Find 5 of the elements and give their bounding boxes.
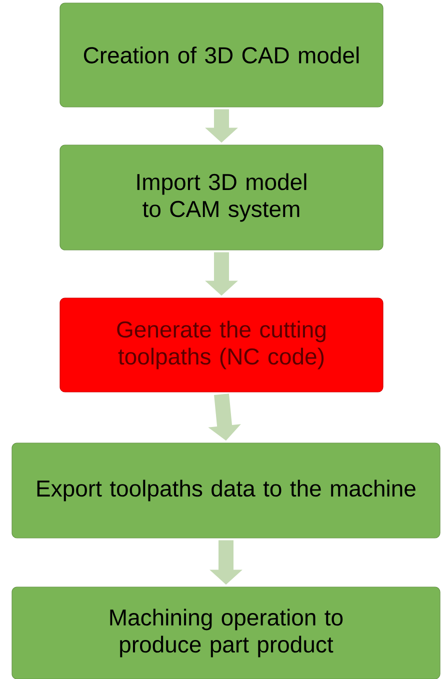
process-box: Generate the cutting toolpaths (NC code): [60, 298, 384, 392]
process-box: Creation of 3D CAD model: [60, 2, 384, 108]
process-box: Machining operation to produce part product: [12, 586, 440, 679]
process-box: Import 3D model to CAM system: [60, 144, 384, 250]
process-box: Export toolpaths data to the machine: [12, 442, 440, 538]
